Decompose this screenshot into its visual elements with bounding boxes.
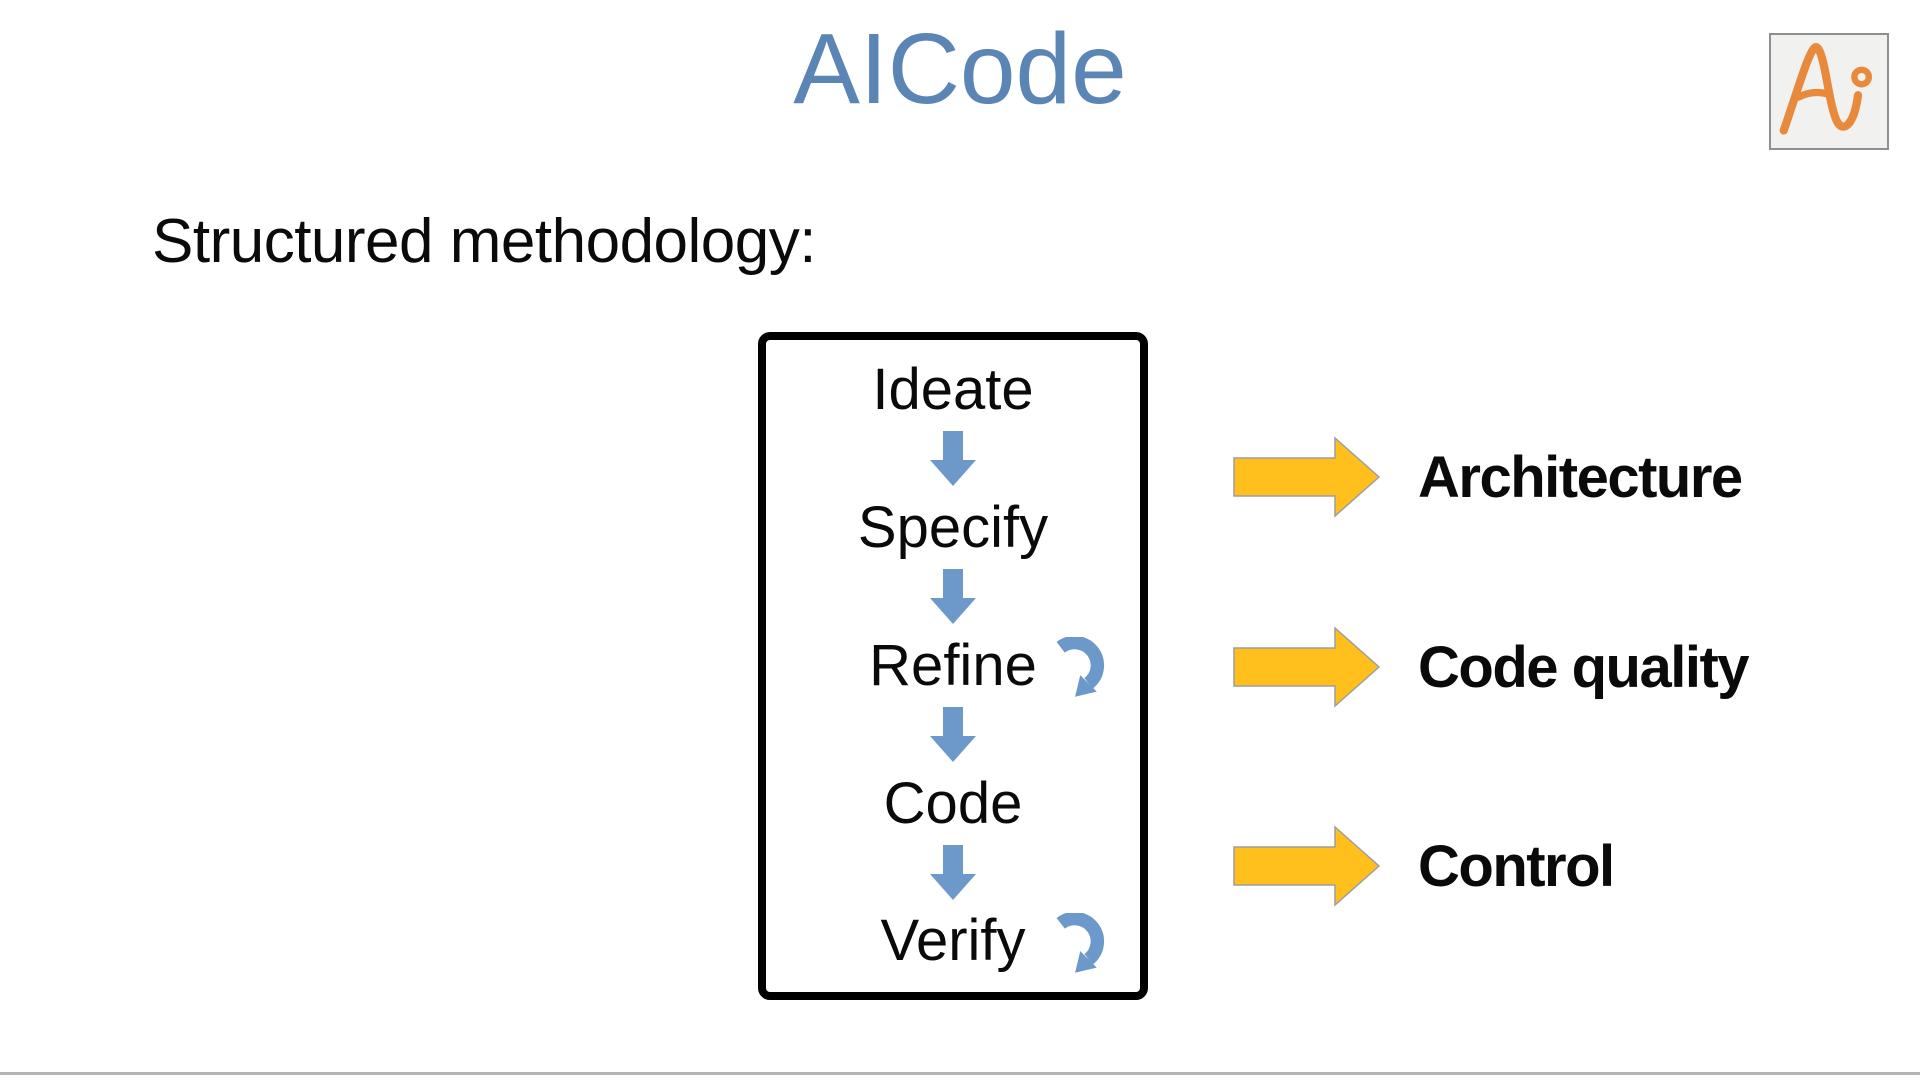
loop-arrow-icon [1056,912,1105,973]
outcome-label: Architecture [1418,444,1743,510]
flow-step-refine: Refine [766,632,1140,698]
flow-step-label: Ideate [872,356,1034,422]
outcome-row-code-quality: Code quality [1232,625,1750,709]
page-title: AICode [793,13,1127,125]
flow-step-label: Refine [869,632,1037,698]
flow-step-ideate: Ideate [766,356,1140,422]
down-arrow-icon [930,568,976,624]
down-arrow-icon [930,430,976,486]
bottom-divider [0,1072,1920,1075]
ai-logo-icon [1779,42,1873,135]
loop-arrow-icon [1056,636,1105,697]
outcome-label: Code quality [1418,634,1750,700]
right-arrow-icon [1233,436,1381,518]
flow-step-specify: Specify [766,494,1140,560]
down-arrow-icon [930,706,976,762]
ai-logo [1769,33,1889,150]
section-heading: Structured methodology: [152,207,817,276]
flow-step-label: Verify [880,908,1026,974]
outcome-row-control: Control [1232,824,1615,908]
outcome-label: Control [1418,833,1615,899]
down-arrow-icon [930,844,976,900]
right-arrow-icon [1233,825,1381,907]
flow-step-verify: Verify [766,908,1140,974]
methodology-flow-box: Ideate Specify Refine Code V [758,332,1148,1000]
flow-step-label: Code [883,770,1023,836]
flow-step-label: Specify [857,494,1049,560]
right-arrow-icon [1233,626,1381,708]
flow-step-code: Code [766,770,1140,836]
outcome-row-architecture: Architecture [1232,435,1743,519]
